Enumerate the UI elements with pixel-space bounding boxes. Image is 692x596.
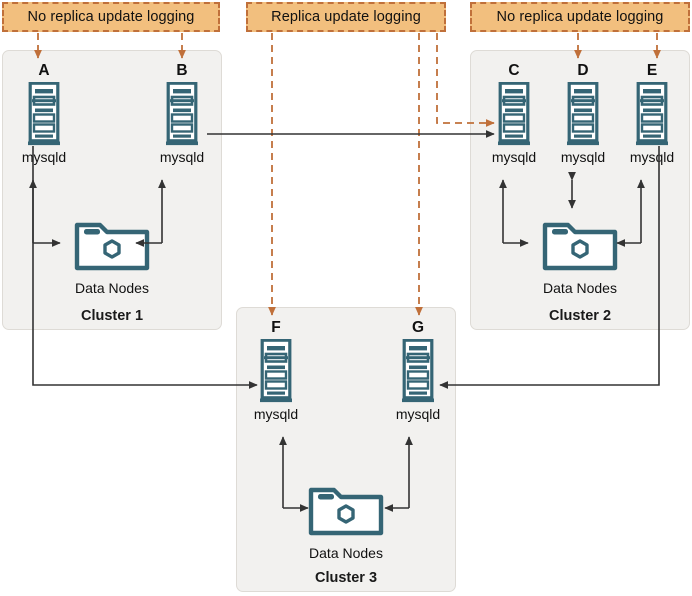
- node-G-tag: G: [411, 319, 425, 336]
- node-G: G mysqld: [388, 319, 448, 423]
- cluster-2-data-nodes-label: Data Nodes: [543, 280, 617, 296]
- server-rack-icon: [567, 82, 599, 146]
- server-rack-icon: [498, 82, 530, 146]
- folder-data-nodes-icon: [308, 487, 384, 536]
- node-B: B mysqld: [152, 62, 212, 166]
- server-rack-icon: [28, 82, 60, 146]
- folder-data-nodes-icon: [542, 222, 618, 271]
- cluster-3-data-nodes: Data Nodes: [286, 477, 406, 561]
- node-D-tag: D: [577, 62, 589, 79]
- node-E-tag: E: [646, 62, 658, 79]
- server-rack-icon: [402, 339, 434, 403]
- cluster-2-label: Cluster 2: [548, 308, 612, 324]
- server-rack-icon: [636, 82, 668, 146]
- node-F: F mysqld: [246, 319, 306, 423]
- server-rack-icon: [260, 339, 292, 403]
- arrow-E-to-G: [439, 146, 660, 389]
- arrow-note-middle-to-C: [436, 33, 495, 127]
- node-D-service-label: mysqld: [560, 149, 606, 165]
- node-A-tag: A: [38, 62, 50, 79]
- node-G-service-label: mysqld: [395, 406, 441, 422]
- cluster-1-data-nodes-label: Data Nodes: [75, 280, 149, 296]
- annotation-no-replica-update-logging-right: No replica update logging: [470, 2, 690, 32]
- node-E: E mysqld: [622, 62, 682, 166]
- annotation-no-replica-update-logging-left: No replica update logging: [2, 2, 220, 32]
- node-F-tag: F: [271, 319, 281, 336]
- cluster-1-label: Cluster 1: [80, 308, 144, 324]
- node-B-tag: B: [176, 62, 188, 79]
- annotation-replica-update-logging-middle: Replica update logging: [246, 2, 446, 32]
- cluster-2-data-nodes: Data Nodes: [520, 212, 640, 296]
- cluster-1-data-nodes: Data Nodes: [52, 212, 172, 296]
- folder-data-nodes-icon: [74, 222, 150, 271]
- cluster-3-data-nodes-label: Data Nodes: [309, 545, 383, 561]
- node-B-service-label: mysqld: [159, 149, 205, 165]
- node-F-service-label: mysqld: [253, 406, 299, 422]
- node-D: D mysqld: [553, 62, 613, 166]
- node-C-tag: C: [508, 62, 520, 79]
- cluster-3-label: Cluster 3: [314, 570, 378, 586]
- node-E-service-label: mysqld: [629, 149, 675, 165]
- node-C-service-label: mysqld: [491, 149, 537, 165]
- server-rack-icon: [166, 82, 198, 146]
- arrow-A-to-F: [32, 146, 258, 389]
- node-C: C mysqld: [484, 62, 544, 166]
